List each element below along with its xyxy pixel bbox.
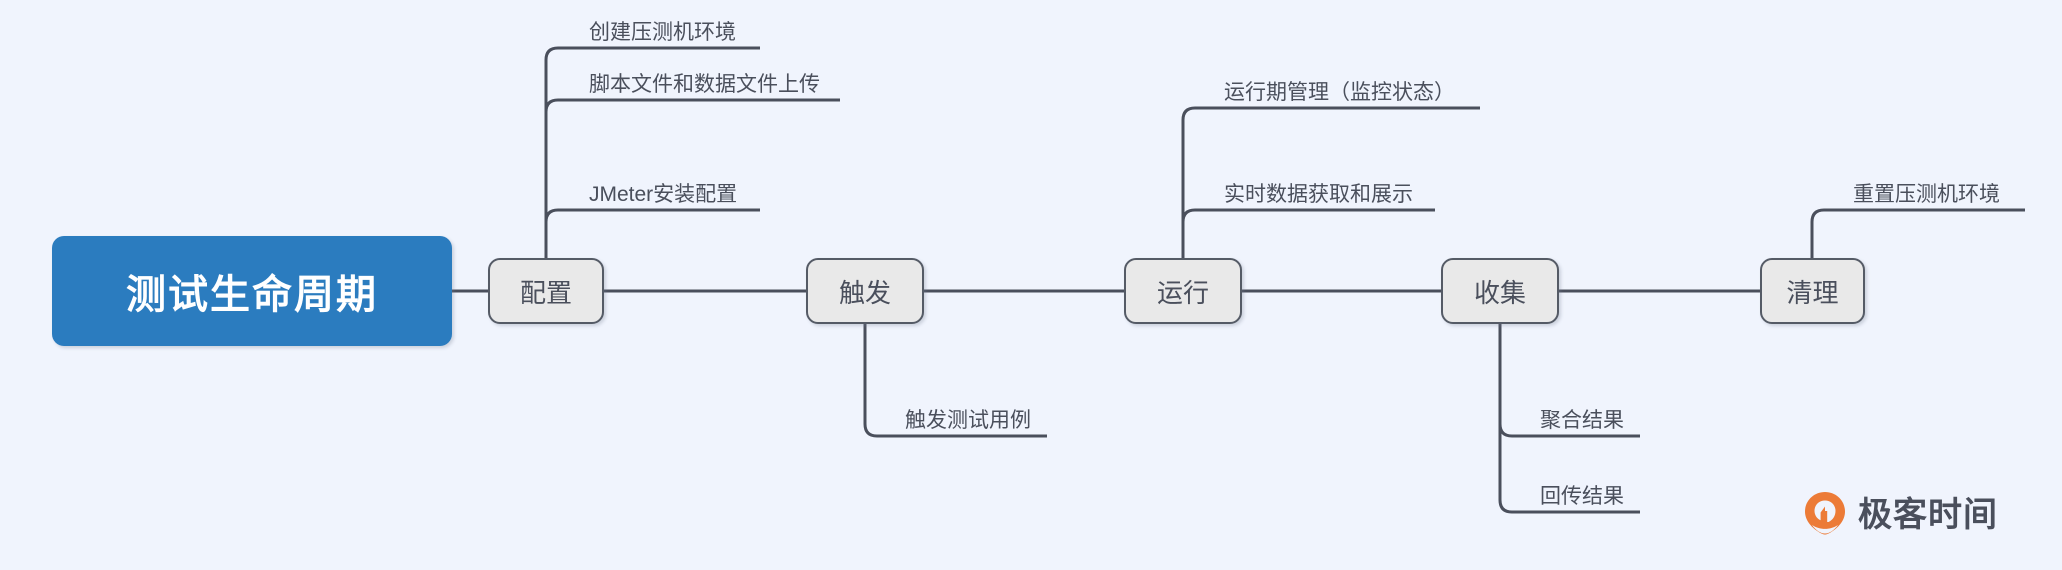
branch-label-trigger-case[interactable]: 触发测试用例: [905, 409, 1031, 432]
branch-label-runtime-mgmt[interactable]: 运行期管理（监控状态）: [1224, 81, 1455, 104]
branch-label-reset-env[interactable]: 重置压测机环境: [1853, 183, 2000, 206]
node-stage-cleanup-label: 清理: [1786, 277, 1839, 308]
branch-label-return-result[interactable]: 回传结果: [1540, 485, 1624, 508]
branch-label-jmeter-install[interactable]: JMeter安装配置: [589, 183, 738, 206]
branch-line-b1: [544, 46, 760, 61]
branch-label-create-env[interactable]: 创建压测机环境: [589, 21, 736, 44]
node-stage-collect[interactable]: 收集: [1441, 258, 1559, 324]
branch-line-b5: [1181, 106, 1480, 121]
node-stage-trigger-label: 触发: [838, 277, 891, 308]
branch-line-b2: [544, 98, 840, 113]
branch-line-b6: [1181, 208, 1435, 223]
branch-label-realtime-data[interactable]: 实时数据获取和展示: [1224, 183, 1413, 206]
node-stage-config[interactable]: 配置: [488, 258, 604, 324]
node-stage-run-label: 运行: [1156, 277, 1209, 308]
watermark-text: 极客时间: [1858, 496, 1998, 534]
node-stage-trigger[interactable]: 触发: [806, 258, 924, 324]
branch-label-upload-files[interactable]: 脚本文件和数据文件上传: [589, 73, 820, 96]
geektime-logo-icon: [1805, 491, 1845, 534]
branch-line-b3: [544, 208, 760, 223]
node-root[interactable]: 测试生命周期: [52, 236, 452, 346]
node-stage-config-label: 配置: [519, 277, 572, 308]
node-stage-cleanup[interactable]: 清理: [1760, 258, 1865, 324]
branch-label-aggregate-result[interactable]: 聚合结果: [1540, 409, 1624, 432]
node-stage-collect-label: 收集: [1473, 277, 1526, 308]
watermark-geektime: 极客时间: [1802, 487, 1998, 536]
branch-line-b9: [1810, 208, 2025, 223]
node-stage-run[interactable]: 运行: [1124, 258, 1242, 324]
node-root-label: 测试生命周期: [126, 273, 378, 317]
